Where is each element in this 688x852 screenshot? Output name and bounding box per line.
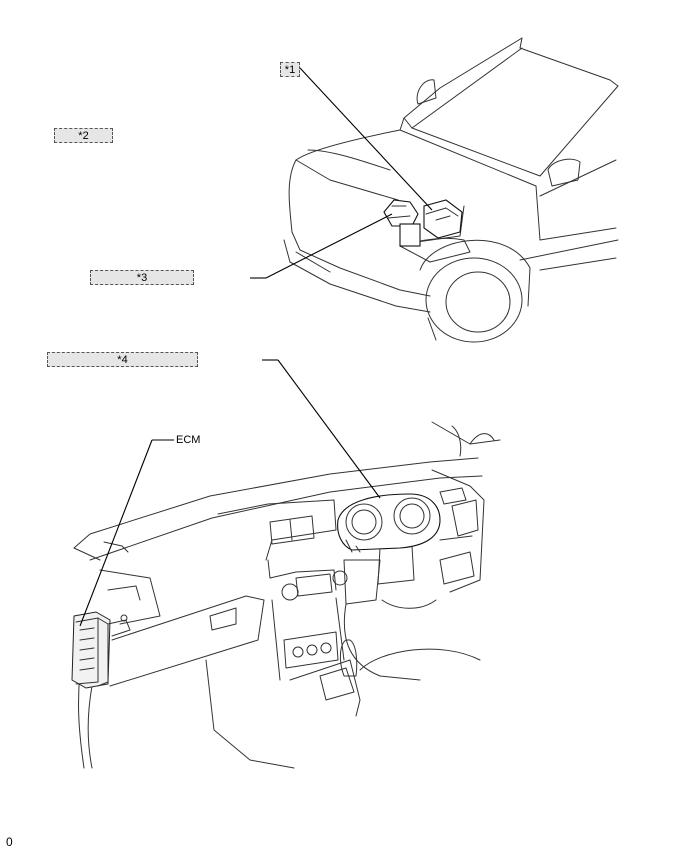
- leader-lines: [79, 67, 433, 627]
- callout-2: *2: [54, 128, 113, 143]
- ecm-label: ECM: [176, 434, 201, 446]
- callout-3: *3: [90, 270, 194, 285]
- figure-code: 0: [6, 835, 13, 849]
- callout-4: *4: [47, 352, 198, 367]
- vehicle-illustration: [283, 37, 619, 343]
- callout-1: *1: [280, 62, 300, 77]
- dashboard-illustration: [71, 421, 501, 769]
